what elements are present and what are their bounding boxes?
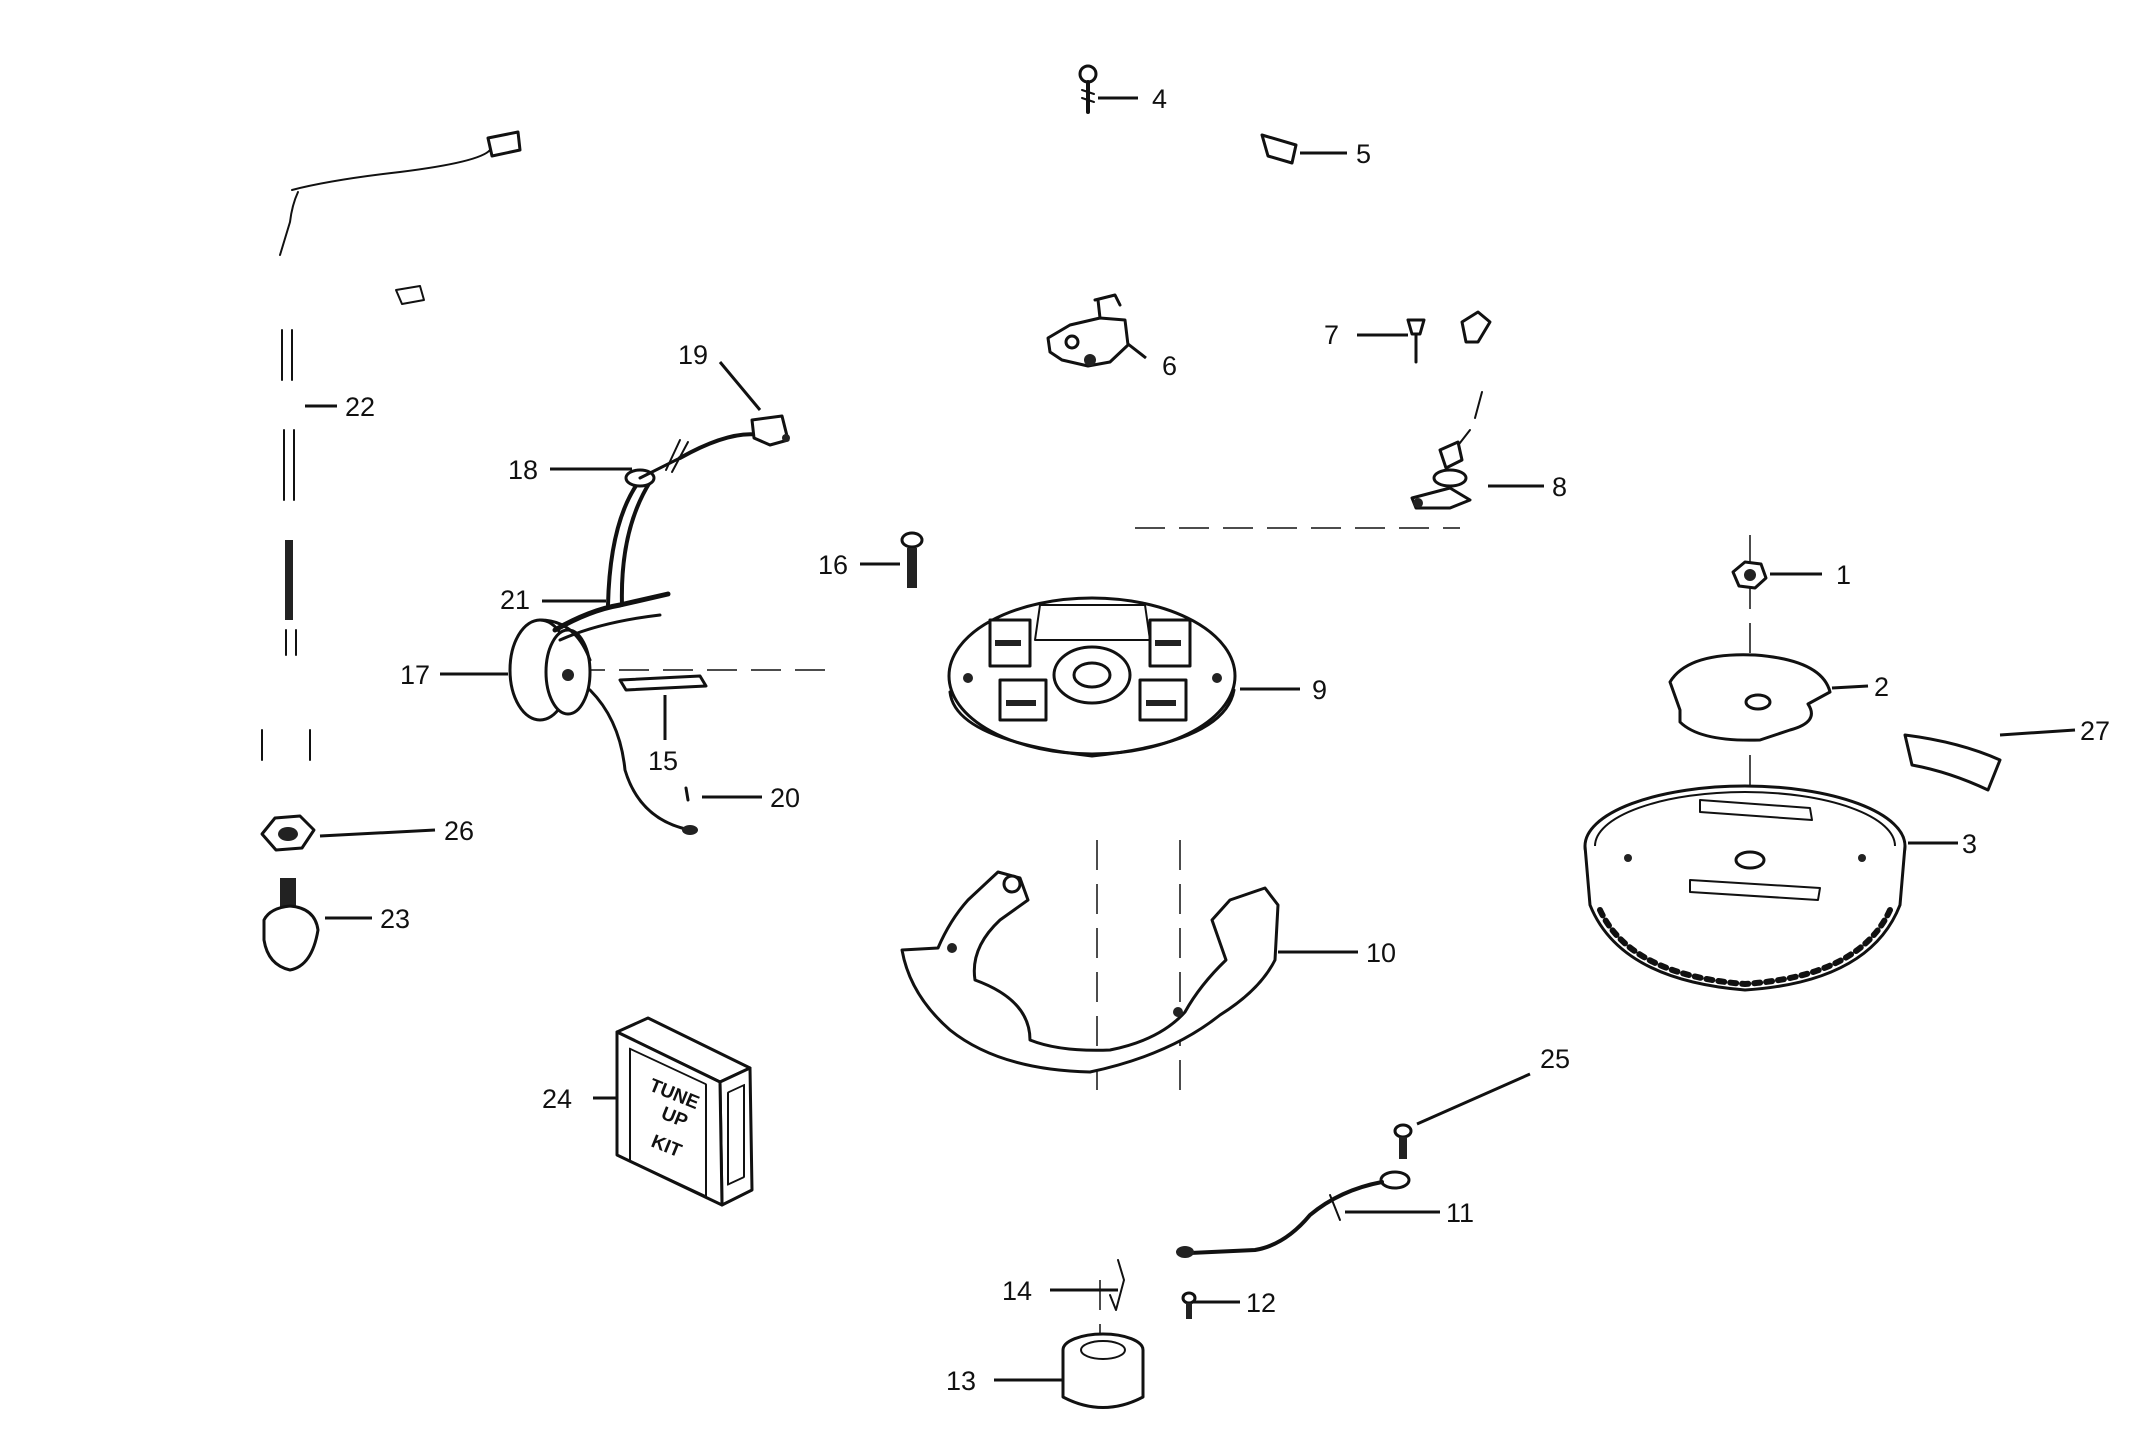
callout-8: 8 xyxy=(1552,472,1567,502)
callout-4: 4 xyxy=(1152,84,1167,114)
part-11-ground-wire xyxy=(1176,1170,1411,1258)
part-13-bushing xyxy=(1061,1332,1145,1409)
callout-15: 15 xyxy=(648,746,678,776)
part-9-stator-plate xyxy=(947,596,1237,758)
callout-27: 27 xyxy=(2080,716,2110,746)
callout-labels: 1 2 3 4 5 6 7 8 9 10 11 12 13 14 15 16 1… xyxy=(345,84,2110,1396)
part-22-cable xyxy=(261,130,522,761)
part-26-nut xyxy=(260,814,316,852)
callout-21: 21 xyxy=(500,585,530,615)
part-20-ground-wire xyxy=(588,688,698,835)
callout-9: 9 xyxy=(1312,675,1327,705)
part-14-clip xyxy=(1109,1259,1125,1311)
part-7-screw xyxy=(1406,318,1426,364)
callout-24: 24 xyxy=(542,1084,572,1114)
part-15-shim xyxy=(618,674,708,692)
callout-11: 11 xyxy=(1446,1198,1474,1228)
part-24-tune-up-kit: TUNE UP KIT xyxy=(615,1016,754,1207)
part-2-plate xyxy=(1668,653,1832,742)
callout-23: 23 xyxy=(380,904,410,934)
part-5-clip xyxy=(1260,133,1298,165)
callout-7: 7 xyxy=(1324,320,1339,350)
part-19-spark-plug-lead xyxy=(665,414,790,473)
callout-19: 19 xyxy=(678,340,708,370)
part-17-ignition-coil xyxy=(508,618,592,722)
callout-16: 16 xyxy=(818,550,848,580)
part-1-nut xyxy=(1731,560,1768,590)
callout-1: 1 xyxy=(1836,560,1851,590)
callout-3: 3 xyxy=(1962,829,1977,859)
part-3-flywheel xyxy=(1583,784,1907,992)
part-10-bracket xyxy=(900,870,1280,1074)
callout-22: 22 xyxy=(345,392,375,422)
callout-26: 26 xyxy=(444,816,474,846)
callout-10: 10 xyxy=(1366,938,1396,968)
callout-25: 25 xyxy=(1540,1044,1570,1074)
callout-leader-lines xyxy=(305,96,2076,1382)
part-21-coil-leads xyxy=(552,591,671,642)
part-8-cam-follower xyxy=(1410,310,1492,510)
part-18-wire-clamp xyxy=(606,456,682,607)
callout-17: 17 xyxy=(400,660,430,690)
part-12-screw xyxy=(1181,1291,1197,1319)
callout-5: 5 xyxy=(1356,139,1371,169)
callout-20: 20 xyxy=(770,783,800,813)
callout-18: 18 xyxy=(508,455,538,485)
part-4-screw xyxy=(1078,64,1098,114)
callout-13: 13 xyxy=(946,1366,976,1396)
callout-14: 14 xyxy=(1002,1276,1032,1306)
callout-6: 6 xyxy=(1162,351,1177,381)
part-23-terminal xyxy=(262,878,320,972)
part-25-screw xyxy=(1393,1123,1413,1159)
part-16-screw xyxy=(900,531,924,588)
callout-12: 12 xyxy=(1246,1288,1276,1318)
part-6-breaker-points xyxy=(1046,293,1130,368)
callout-2: 2 xyxy=(1874,672,1889,702)
part-27-strip xyxy=(1903,733,2002,792)
